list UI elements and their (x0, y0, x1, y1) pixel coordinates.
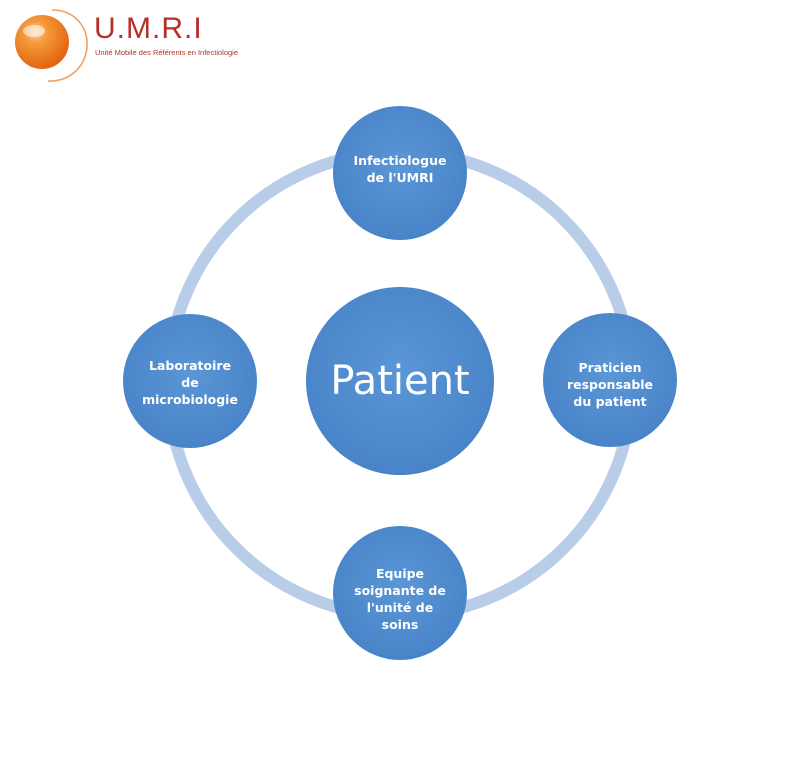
node-right (543, 313, 677, 447)
node-left (123, 314, 257, 448)
node-top-label: Infectiologue de l'UMRI (336, 129, 464, 209)
orange-sphere-icon (15, 9, 88, 82)
node-bottom-text: Equipe soignante de l'unité de soins (354, 566, 446, 632)
node-top-text: Infectiologue de l'UMRI (353, 153, 447, 185)
node-bottom (333, 526, 467, 660)
logo-subtitle: Unité Mobile des Référents en Infectiolo… (95, 48, 238, 57)
node-top (333, 106, 467, 240)
node-left-label: Laboratoire de microbiologie (126, 346, 254, 418)
node-right-label: Praticien responsable du patient (546, 345, 674, 423)
node-center (306, 287, 494, 475)
center-label-patient: Patient (330, 358, 470, 404)
node-left-text: Laboratoire de microbiologie (142, 357, 238, 407)
umri-logo: U.M.R.I Unité Mobile des Référents en In… (0, 0, 240, 90)
node-bottom-label: Equipe soignante de l'unité de soins (336, 550, 464, 648)
node-right-text: Praticien responsable du patient (566, 359, 654, 409)
logo-title: U.M.R.I (94, 12, 203, 45)
